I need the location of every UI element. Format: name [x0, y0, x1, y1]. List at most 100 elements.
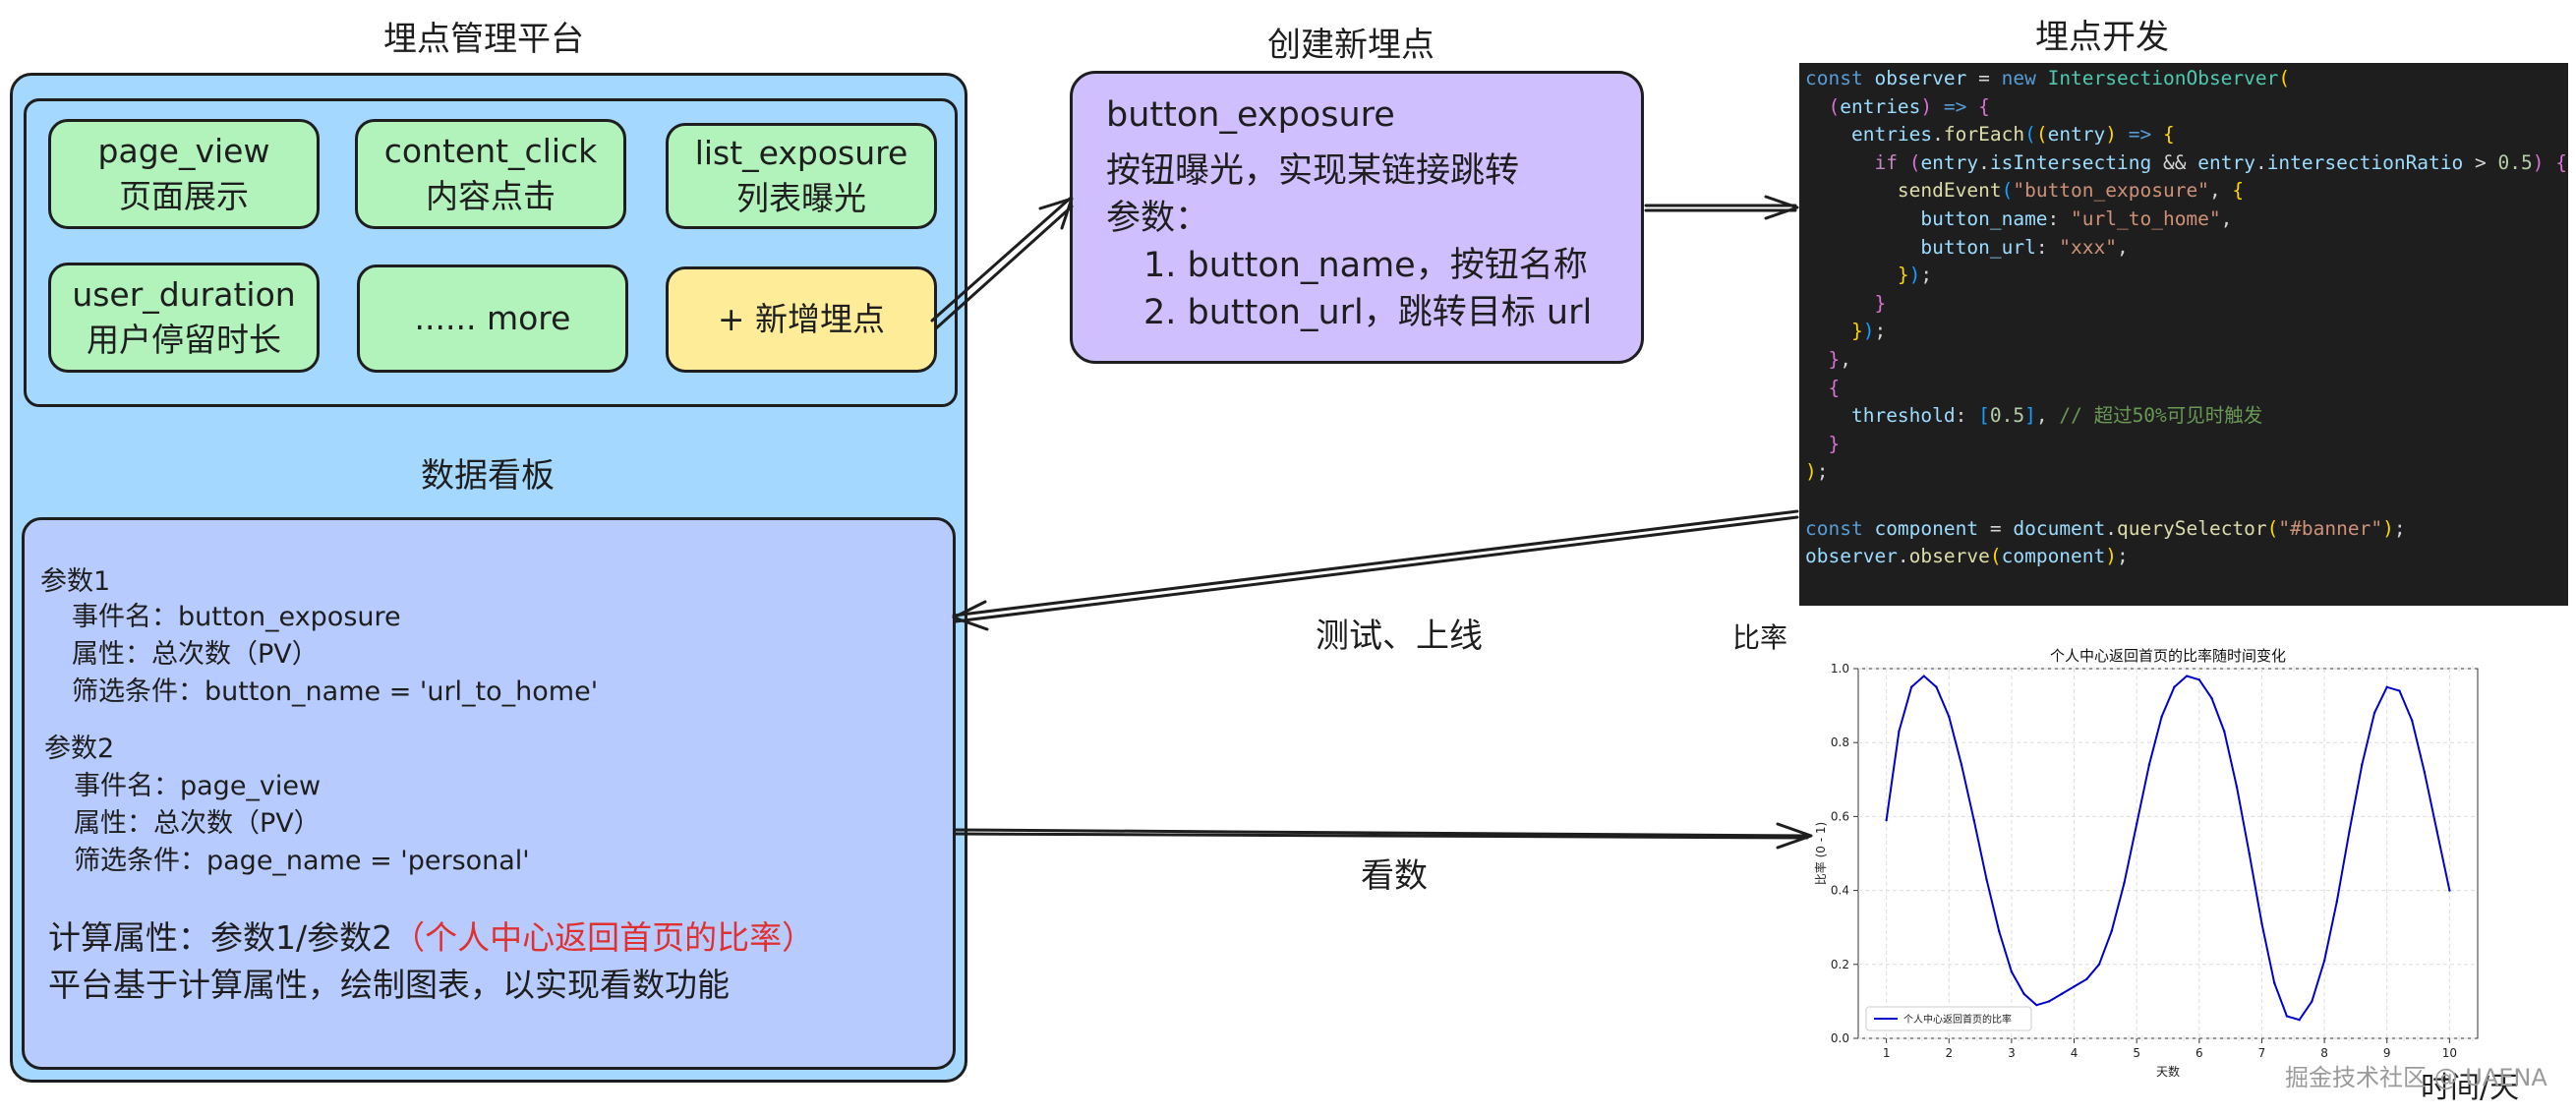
event-name: user_duration [72, 275, 296, 314]
event-chip-more[interactable]: ...... more [357, 265, 628, 373]
computed-label: 计算属性：参数1/参数2 [48, 918, 393, 957]
data-point [2110, 929, 2113, 933]
code-token: ) [2105, 123, 2118, 147]
code-token: ( [1908, 150, 1921, 174]
code-token: ( [2035, 123, 2048, 147]
code-token: button_url [1920, 235, 2036, 259]
arrow-dev-to-dashboard [952, 509, 1799, 617]
new-event-card: button_exposure 按钮曝光，实现某链接跳转 参数： 1. butt… [1070, 71, 1644, 364]
code-token: . [1932, 123, 1944, 147]
data-point [2022, 992, 2025, 996]
code-line: (entries) => { [1805, 93, 1989, 121]
data-point [1997, 929, 2001, 933]
code-token: . [2105, 516, 2118, 540]
param1-filter: 筛选条件：button_name = 'url_to_home' [72, 676, 599, 707]
code-token: "#banner" [2278, 516, 2383, 540]
event-chip-content-click[interactable]: content_click 内容点击 [355, 119, 626, 229]
event-list-panel: page_view 页面展示 content_click 内容点击 list_e… [24, 98, 958, 407]
data-point [2248, 852, 2251, 855]
code-token: observe [1908, 545, 1990, 568]
new-event-param-2: 2. button_url，跳转目标 url [1143, 293, 1593, 332]
code-token: if [1874, 150, 1909, 174]
dashboard-panel: 参数1 事件名：button_exposure 属性：总次数（PV） 筛选条件：… [22, 517, 956, 1070]
code-token: document [2013, 516, 2106, 540]
data-point [1948, 715, 1951, 719]
y-axis-label: 比率 (0 - 1) [1813, 822, 1828, 885]
code-token: ) [1805, 460, 1817, 484]
code-token: : [2035, 235, 2060, 259]
code-line: threshold: [0.5], // 超过50%可见时触发 [1805, 402, 2262, 430]
arrow-add-to-create [930, 197, 1072, 323]
code-token: ; [1920, 264, 1933, 287]
x-tick-label: 9 [2383, 1046, 2391, 1060]
code-token: "url_to_home" [2071, 207, 2221, 230]
code-token: } [1897, 264, 1909, 287]
create-title: 创建新埋点 [1267, 26, 1434, 65]
code-token: // 超过50%可见时触发 [2059, 404, 2263, 428]
data-point [2035, 1003, 2038, 1007]
param1-event: 事件名：button_exposure [72, 602, 401, 632]
data-point [2185, 675, 2189, 677]
code-token: ; [2393, 516, 2406, 540]
code-token: isIntersecting [1989, 150, 2152, 174]
code-line: const observer = new IntersectionObserve… [1805, 65, 2290, 92]
code-token: [ [1978, 404, 1990, 428]
code-token: } [1850, 320, 1863, 343]
event-chip-user-duration[interactable]: user_duration 用户停留时长 [48, 263, 320, 373]
code-token: const [1805, 516, 1875, 540]
code-token: ( [2024, 123, 2036, 147]
data-point [2210, 696, 2213, 700]
x-tick-label: 7 [2258, 1046, 2266, 1060]
arrow-dev-to-dashboard-head [952, 600, 989, 631]
watermark: 掘金技术社区 @ UAENA [2285, 1064, 2547, 1091]
code-token: ( [1989, 545, 2002, 568]
code-token: entries [1850, 123, 1933, 147]
code-token: , [2208, 179, 2233, 203]
code-token: entry [1920, 150, 1979, 174]
series-line [1885, 675, 2451, 1022]
data-point [2073, 985, 2076, 988]
data-point [2423, 771, 2427, 774]
y-tick-label: 0.0 [1831, 1031, 1849, 1045]
code-token: component [1874, 516, 1979, 540]
data-point [2147, 763, 2151, 766]
data-point [2085, 977, 2088, 981]
code-token: ] [2024, 404, 2036, 428]
param2-title: 参数2 [44, 734, 115, 764]
code-token: } [1874, 291, 1887, 315]
y-tick-label: 0.2 [1831, 958, 1849, 971]
legend-label: 个人中心返回首页的比率 [1903, 1013, 2012, 1026]
data-point [2348, 830, 2351, 833]
add-event-label: + 新增埋点 [717, 300, 886, 338]
event-desc: 页面展示 [119, 177, 249, 215]
data-point [2410, 719, 2414, 722]
platform-title: 埋点管理平台 [383, 20, 584, 59]
x-tick-label: 10 [2442, 1046, 2457, 1060]
more-label: ...... more [414, 299, 571, 337]
code-line: const component = document.querySelector… [1805, 515, 2406, 543]
data-point [2260, 922, 2263, 925]
code-token: { [2232, 179, 2245, 203]
code-token: . [1978, 150, 1990, 174]
event-chip-list-exposure[interactable]: list_exposure 列表曝光 [666, 123, 937, 229]
y-tick-label: 1.0 [1831, 662, 1849, 676]
data-point [2235, 786, 2239, 789]
data-point [1972, 818, 1975, 822]
data-point [2298, 1019, 2301, 1022]
code-token: . [2254, 150, 2267, 174]
x-tick-label: 5 [2133, 1046, 2140, 1060]
code-line: button_url: "xxx", [1805, 234, 2129, 262]
code-token: const [1805, 67, 1875, 89]
data-point [2173, 685, 2176, 688]
dev-title: 埋点开发 [2035, 18, 2169, 57]
y-tick-label: 0.8 [1831, 735, 1849, 749]
code-token: sendEvent [1897, 179, 2002, 203]
data-point [1885, 818, 1888, 822]
event-chip-page-view[interactable]: page_view 页面展示 [48, 119, 320, 229]
add-event-button[interactable]: + 新增埋点 [666, 266, 937, 373]
code-token: , [2117, 235, 2129, 259]
new-event-param-1: 1. button_name，按钮名称 [1143, 246, 1588, 285]
data-point [2160, 715, 2163, 719]
code-token: 0.5 [2497, 150, 2533, 174]
plot-area [1857, 668, 2479, 1039]
